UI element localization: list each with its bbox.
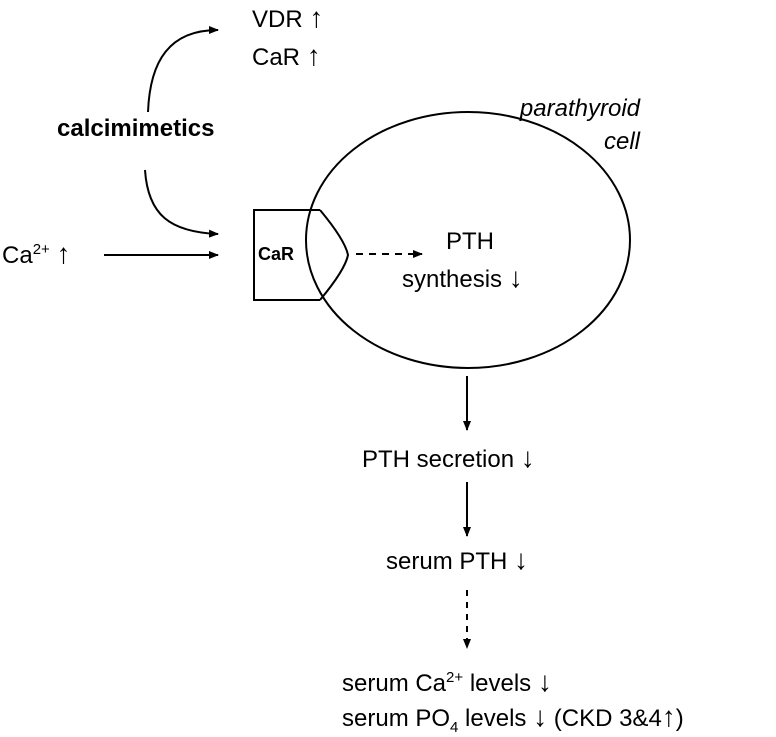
car-receptor-curve — [319, 209, 350, 301]
arrow-calcimimetics-to-car — [144, 169, 219, 238]
up-arrow-icon: ↑ — [661, 701, 676, 732]
parathyroid-cell-label: parathyroid cell — [480, 95, 640, 156]
calcium-charge: 2+ — [32, 241, 50, 258]
car-receptor-label: CaR — [258, 244, 295, 264]
down-arrow-icon: ↓ — [537, 666, 552, 697]
vdr-text: VDR — [252, 6, 303, 33]
serum-calcium-text: serum Ca — [342, 670, 447, 697]
parathyroid-cell-ellipse — [305, 111, 631, 369]
serum-pth-text: serum PTH — [386, 548, 508, 575]
up-arrow-icon: ↑ — [309, 2, 324, 33]
serum-pth-label: serum PTH ↓ — [386, 546, 528, 576]
down-arrow-icon: ↓ — [508, 262, 523, 293]
parathyroid-line2: cell — [603, 128, 640, 155]
down-arrow-icon: ↓ — [533, 701, 548, 732]
serum-phosphate-text: serum PO — [342, 705, 451, 732]
up-arrow-icon: ↑ — [306, 40, 321, 71]
serum-phosphate-label: serum PO4 levels ↓ (CKD 3&4↑) — [342, 701, 684, 736]
synthesis-text: synthesis — [402, 266, 503, 293]
calcimimetics-label: calcimimetics — [57, 115, 215, 142]
calcium-label: Ca2+ ↑ — [2, 240, 70, 270]
ckd-text: (CKD 3&4 — [553, 705, 662, 732]
car-up-text: CaR — [252, 44, 301, 71]
up-arrow-icon: ↑ — [56, 238, 71, 269]
calcium-text: Ca — [2, 242, 33, 269]
pth-secretion-label: PTH secretion ↓ — [362, 444, 535, 474]
serum-phosphate-subscript: 4 — [450, 718, 459, 736]
pth-label: PTH — [446, 228, 494, 255]
car-receptor-box — [253, 209, 320, 301]
serum-phosphate-tail: levels — [465, 705, 527, 732]
down-arrow-icon: ↓ — [514, 544, 529, 575]
parathyroid-line1: parathyroid — [519, 95, 640, 122]
car-up-label: CaR ↑ — [252, 42, 321, 72]
serum-calcium-label: serum Ca2+ levels ↓ — [342, 668, 552, 698]
down-arrow-icon: ↓ — [520, 442, 535, 473]
vdr-label: VDR ↑ — [252, 4, 323, 34]
arrow-calcimimetics-to-vdr — [147, 26, 219, 113]
synthesis-label: synthesis ↓ — [402, 264, 523, 294]
pth-secretion-text: PTH secretion — [362, 446, 515, 473]
ckd-close: ) — [675, 705, 684, 732]
serum-calcium-charge: 2+ — [446, 669, 464, 686]
serum-calcium-tail: levels — [469, 670, 532, 697]
